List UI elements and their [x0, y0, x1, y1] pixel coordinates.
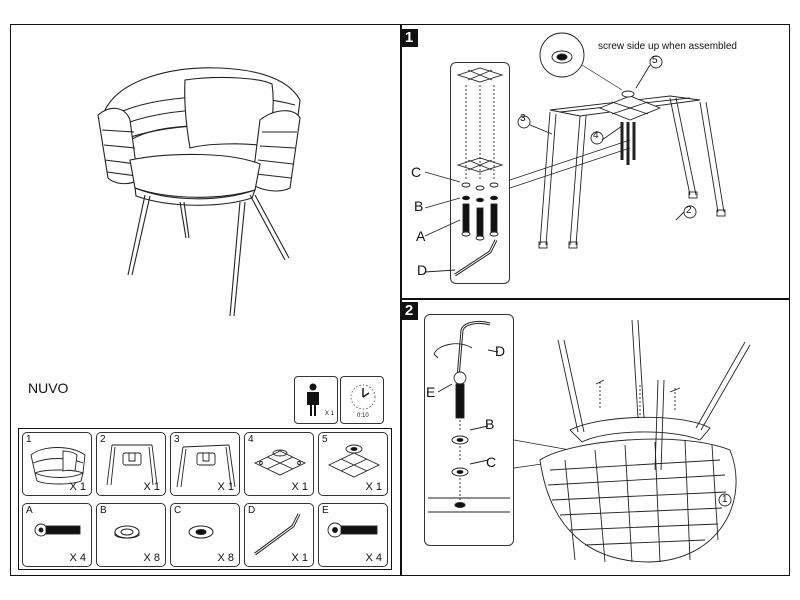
- cross-bracket-icon: [253, 449, 307, 476]
- part-C: C X 8: [170, 503, 240, 567]
- part-A: A X 4: [22, 503, 92, 567]
- product-name: NUVO: [28, 380, 69, 396]
- horizontal-divider: [400, 298, 790, 300]
- part-B: B X 8: [96, 503, 166, 567]
- part-1: 1 X 1: [22, 432, 92, 496]
- part-number-3: 3: [520, 113, 526, 124]
- part-id: 2: [100, 434, 106, 445]
- part-qty: X 1: [143, 481, 160, 493]
- part-D: D X 1: [244, 503, 314, 567]
- label-D: D: [495, 343, 506, 359]
- parts-list: 1 X 1 2 X 1 3: [18, 428, 392, 570]
- flat-washer-icon: [188, 525, 214, 539]
- label-C: C: [486, 454, 497, 470]
- part-qty: X 4: [69, 552, 86, 564]
- step-2-bolt-detail: [424, 314, 514, 546]
- part-number-5: 5: [652, 55, 658, 66]
- persons-required-box: X 1: [294, 376, 338, 424]
- part-id: 5: [322, 434, 328, 445]
- screw-side-up-note: screw side up when assembled: [598, 41, 737, 52]
- part-id: 1: [26, 434, 32, 445]
- front-leg-frame-icon: [176, 444, 236, 488]
- step-2-badge: 2: [400, 302, 418, 320]
- part-qty: X 8: [217, 552, 234, 564]
- step-1-badge: 1: [400, 29, 418, 47]
- part-qty: X 1: [365, 481, 382, 493]
- clock-icon: [350, 384, 376, 410]
- armchair-illustration: [97, 67, 301, 317]
- part-qty: X 1: [291, 481, 308, 493]
- part-id: A: [26, 505, 33, 516]
- cross-bracket-with-nut-icon: [327, 444, 381, 478]
- part-id: B: [100, 505, 107, 516]
- part-id: D: [248, 505, 256, 516]
- allen-key-icon: [254, 513, 301, 556]
- vertical-divider: [400, 24, 402, 576]
- armchair-seat-icon: [30, 447, 86, 485]
- part-qty: X 1: [217, 481, 234, 493]
- part-qty: X 4: [365, 552, 382, 564]
- assembly-time-box: 0:10: [340, 376, 384, 424]
- person-icon: [307, 383, 319, 416]
- rear-leg-frame-icon: [106, 444, 158, 486]
- label-C: C: [411, 164, 422, 180]
- label-E: E: [426, 384, 436, 400]
- part-number-4: 4: [593, 130, 599, 141]
- part-id: 4: [248, 434, 254, 445]
- part-2: 2 X 1: [96, 432, 166, 496]
- long-bolt-icon: [34, 523, 81, 537]
- part-number-1: 1: [722, 494, 728, 505]
- spring-washer-icon: [114, 525, 140, 539]
- part-4: 4 X 1: [244, 432, 314, 496]
- label-D: D: [417, 262, 428, 278]
- part-qty: X 1: [69, 481, 86, 493]
- step-1-exploded-view: [424, 32, 726, 277]
- short-bolt-icon: [327, 522, 378, 538]
- part-number-2: 2: [686, 205, 692, 216]
- persons-count: X 1: [325, 411, 335, 417]
- label-B: B: [414, 198, 424, 214]
- part-qty: X 1: [291, 552, 308, 564]
- assembly-time: 0:10: [357, 413, 369, 419]
- part-id: E: [322, 505, 329, 516]
- part-id: C: [174, 505, 182, 516]
- label-B: B: [485, 416, 495, 432]
- part-3: 3 X 1: [170, 432, 240, 496]
- part-5: 5 X 1: [318, 432, 388, 496]
- step-2-assembly-view: [428, 319, 751, 563]
- part-qty: X 8: [143, 552, 160, 564]
- label-A: A: [416, 228, 426, 244]
- part-E: E X 4: [318, 503, 388, 567]
- part-id: 3: [174, 434, 180, 445]
